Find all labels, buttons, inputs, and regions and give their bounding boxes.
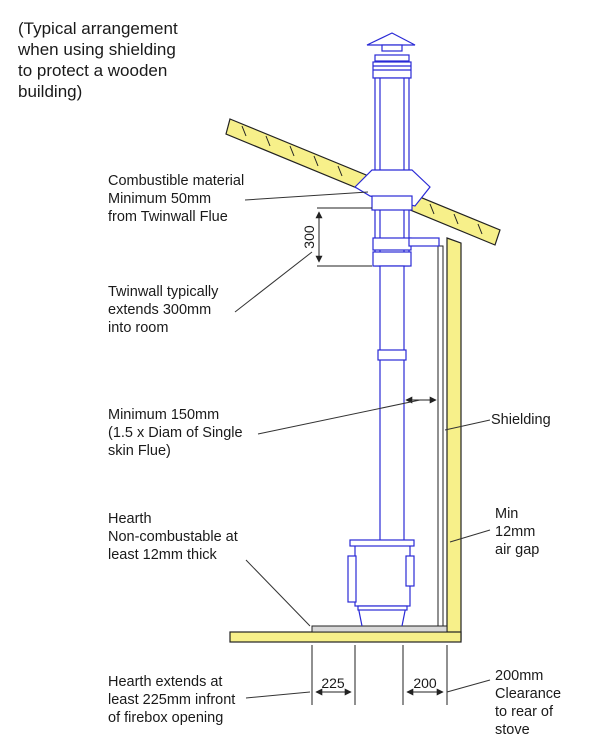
title-line: building) [18, 82, 83, 101]
label-shielding: Shielding [491, 411, 551, 429]
label-line: Combustible material [108, 173, 245, 189]
label-line: of firebox opening [108, 710, 224, 726]
dimension-300 [315, 207, 372, 267]
label-line: Minimum 50mm [108, 191, 212, 207]
shielding-panel [437, 245, 444, 627]
roof-hatching [241, 125, 483, 235]
label-line: Hearth extends at [108, 674, 223, 690]
label-line: to rear of [495, 704, 554, 720]
leader-lines [234, 191, 491, 699]
roof-flashing [354, 169, 431, 211]
label-minimum-150mm: Minimum 150mm (1.5 x Diam of Single skin… [108, 406, 243, 460]
label-line: Non-combustable at [108, 529, 238, 545]
label-line: from Twinwall Flue [108, 209, 228, 225]
floor [229, 631, 462, 643]
diagram-title: (Typical arrangement when using shieldin… [18, 18, 178, 102]
label-line: Minimum 150mm [108, 407, 220, 423]
stove [347, 539, 415, 627]
label-line: least 12mm thick [108, 547, 217, 563]
label-line: Hearth [108, 511, 152, 527]
chimney-cowl [366, 32, 416, 79]
label-line: Twinwall typically [108, 284, 219, 300]
dimension-horizontal [311, 645, 448, 705]
dimension-300-label: 300 [301, 225, 317, 249]
title-line: to protect a wooden [18, 61, 168, 80]
title-line: when using shielding [18, 40, 176, 59]
label-line: into room [108, 320, 169, 336]
label-line: (1.5 x Diam of Single [108, 425, 243, 441]
label-hearth: Hearth Non-combustable at least 12mm thi… [108, 510, 238, 564]
label-line: least 225mm infront [108, 692, 236, 708]
label-twinwall: Twinwall typically extends 300mm into ro… [108, 283, 218, 337]
twinwall-lower-band [372, 237, 412, 267]
label-line: Clearance [495, 686, 562, 702]
label-line: 12mm [495, 524, 536, 540]
label-line: extends 300mm [108, 302, 212, 318]
label-line: skin Flue) [108, 443, 171, 459]
wall-bracket [408, 237, 440, 247]
label-line: Shielding [491, 412, 551, 428]
label-line: stove [495, 722, 530, 738]
hearth-plate [311, 625, 448, 633]
label-line: air gap [495, 542, 540, 558]
dimension-225-label: 225 [321, 675, 345, 691]
rear-wall [446, 237, 462, 641]
label-hearth-extends: Hearth extends at least 225mm infront of… [108, 673, 235, 727]
label-combustible-material: Combustible material Minimum 50mm from T… [108, 172, 244, 226]
label-clearance: 200mm Clearance to rear of stove [495, 667, 561, 739]
dimension-200-label: 200 [413, 675, 437, 691]
title-line: (Typical arrangement [18, 19, 178, 38]
label-line: Min [495, 506, 519, 522]
label-air-gap: Min 12mm air gap [495, 505, 539, 559]
label-line: 200mm [495, 668, 544, 684]
